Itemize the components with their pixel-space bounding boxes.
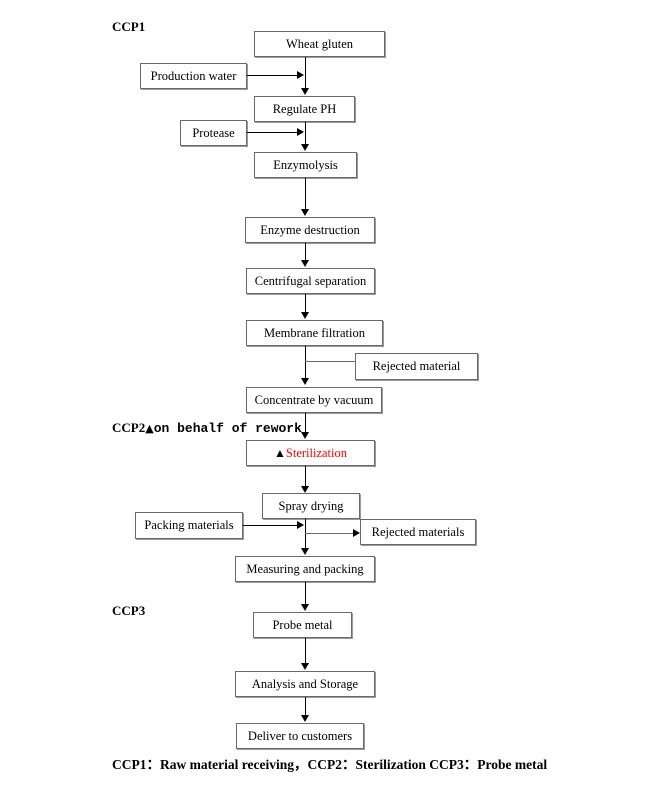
- node-label: Analysis and Storage: [251, 676, 359, 691]
- node-rejected-material: Rejected material: [355, 353, 478, 380]
- arrowhead-deliver-in: [301, 715, 309, 722]
- connector-rejected-material: [305, 361, 356, 362]
- ccp1-label: CCP1: [112, 19, 146, 34]
- node-label: Regulate PH: [272, 101, 337, 116]
- node-deliver-to-customers: Deliver to customers: [236, 723, 364, 749]
- arrowhead-measuring-in: [301, 548, 309, 555]
- connector-rejected-materials: [305, 533, 355, 534]
- arrowhead-probe-metal-in: [301, 604, 309, 611]
- connector-regulate-ph-to-enzymolysis: [305, 122, 306, 145]
- arrowhead-centrifugal-in: [301, 260, 309, 267]
- node-label: Spray drying: [278, 498, 344, 513]
- node-label: Protease: [192, 125, 235, 140]
- node-label: Membrane filtration: [263, 325, 365, 340]
- arrowhead-enzymolysis-in: [301, 144, 309, 151]
- node-label: Rejected materials: [371, 524, 465, 539]
- arrowhead-packing-materials: [297, 521, 304, 529]
- arrowhead-sterilization-in: [301, 432, 309, 439]
- node-sterilization: ▲Sterilization: [246, 440, 375, 466]
- ccp2-label-prefix: CCP2: [112, 420, 146, 435]
- node-probe-metal: Probe metal: [253, 612, 352, 638]
- node-label: Deliver to customers: [247, 728, 353, 743]
- node-label: Packing materials: [144, 518, 234, 533]
- connector-enzyme-destruction-to-centrifugal: [305, 243, 306, 261]
- ccp2-label: CCP2▲on behalf of rework: [112, 421, 302, 435]
- node-wheat-gluten: Wheat gluten: [254, 31, 385, 57]
- node-enzymolysis: Enzymolysis: [254, 152, 357, 178]
- node-spray-drying: Spray drying: [262, 493, 360, 519]
- connector-sterilization-to-spray-drying: [305, 466, 306, 487]
- arrowhead-spray-drying-in: [301, 486, 309, 493]
- node-rejected-materials: Rejected materials: [360, 519, 476, 545]
- arrowhead-membrane-in: [301, 312, 309, 319]
- arrowhead-regulate-ph-in: [301, 88, 309, 95]
- sterilization-triangle-icon: ▲: [274, 446, 286, 460]
- connector-probe-metal-to-analysis: [305, 638, 306, 664]
- node-label: Sterilization: [285, 445, 347, 460]
- node-label: Enzymolysis: [273, 157, 338, 172]
- connector-enzymolysis-to-enzyme-destruction: [305, 178, 306, 210]
- node-measuring-and-packing: Measuring and packing: [235, 556, 375, 582]
- connector-wheat-gluten-to-regulate-ph: [305, 57, 306, 89]
- connector-protease: [247, 132, 299, 133]
- ccp2-label-suffix: on behalf of rework: [153, 421, 302, 436]
- node-analysis-and-storage: Analysis and Storage: [235, 671, 375, 697]
- node-label: Centrifugal separation: [254, 273, 367, 288]
- node-packing-materials: Packing materials: [135, 512, 243, 539]
- connector-concentrate-to-sterilization: [305, 413, 306, 433]
- arrowhead-protease: [297, 128, 304, 136]
- node-label: Probe metal: [272, 617, 333, 632]
- node-label: Wheat gluten: [286, 36, 353, 51]
- connector-centrifugal-to-membrane: [305, 294, 306, 313]
- arrowhead-production-water: [297, 71, 304, 79]
- ccp3-label: CCP3: [112, 603, 146, 618]
- node-label: Production water: [150, 68, 237, 83]
- connector-spray-drying-to-measuring: [305, 519, 306, 549]
- node-membrane-filtration: Membrane filtration: [246, 320, 383, 346]
- node-enzyme-destruction: Enzyme destruction: [245, 217, 375, 243]
- node-label: Rejected material: [372, 359, 461, 374]
- node-production-water: Production water: [140, 63, 247, 89]
- arrowhead-rejected-materials: [353, 529, 360, 537]
- connector-analysis-to-deliver: [305, 697, 306, 716]
- node-concentrate-by-vacuum: Concentrate by vacuum: [246, 387, 382, 413]
- connector-membrane-to-concentrate: [305, 346, 306, 379]
- ccp2-triangle-icon: ▲: [145, 422, 154, 435]
- node-protease: Protease: [180, 120, 247, 146]
- node-label: Concentrate by vacuum: [254, 392, 374, 407]
- node-label: Measuring and packing: [246, 561, 364, 576]
- arrowhead-analysis-in: [301, 663, 309, 670]
- arrowhead-enzyme-destruction-in: [301, 209, 309, 216]
- connector-production-water: [247, 75, 299, 76]
- node-regulate-ph: Regulate PH: [254, 96, 355, 122]
- connector-measuring-to-probe-metal: [305, 582, 306, 605]
- connector-packing-materials: [243, 525, 299, 526]
- node-centrifugal-separation: Centrifugal separation: [246, 268, 375, 294]
- diagram-caption: CCP1：Raw material receiving，CCP2：Sterili…: [112, 757, 548, 772]
- arrowhead-concentrate-in: [301, 378, 309, 385]
- node-label: Enzyme destruction: [260, 222, 360, 237]
